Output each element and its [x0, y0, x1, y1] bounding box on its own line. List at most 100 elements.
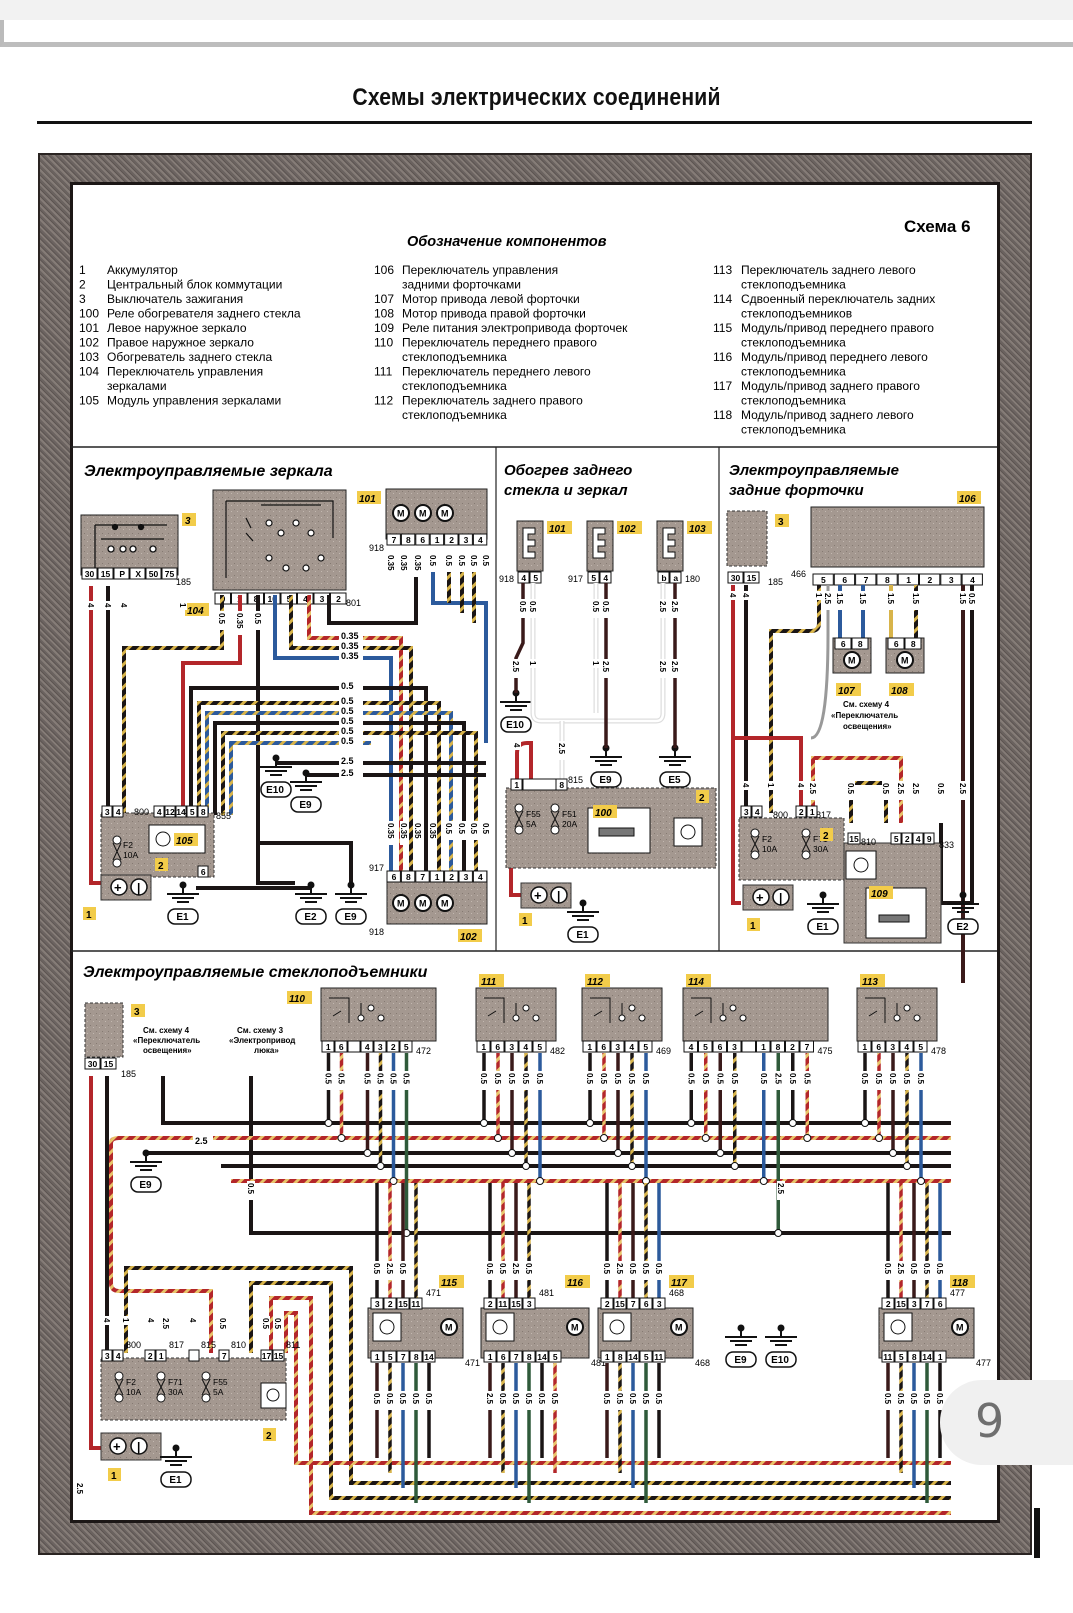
gauge-bg	[339, 725, 363, 735]
wire-gauge: 4	[102, 1318, 111, 1323]
gauge-bg	[376, 1071, 385, 1090]
wire-gauge: 0.5	[535, 1073, 544, 1085]
legend-item-text: стеклоподъемника	[402, 350, 507, 364]
wire-gauge: 0.5	[518, 601, 527, 613]
gauge-bg	[529, 659, 537, 668]
gauge-bg	[445, 553, 453, 572]
fuse-rating: 5A	[213, 1387, 224, 1397]
gauge-bg	[525, 1391, 533, 1410]
gauge-bg	[147, 1316, 155, 1325]
module-pin-box	[652, 1350, 666, 1363]
legend-item-text: Переключатель управления	[402, 263, 558, 277]
svg-text:917: 917	[369, 863, 384, 873]
module-pin: 3	[527, 1299, 532, 1309]
ignition-pin: 30	[85, 569, 95, 579]
mirror-pin-box	[415, 870, 430, 883]
connector-label: 478	[931, 1046, 946, 1056]
page-number-badge[interactable]: 9	[940, 1380, 1073, 1465]
fuse-name: F51	[562, 809, 577, 819]
gauge-bg	[470, 553, 478, 572]
module-icon-vents	[845, 850, 877, 880]
legend-item-text: Модуль управления зеркалами	[107, 394, 281, 408]
mirror-pin-box	[429, 870, 445, 883]
module-pin: 3	[657, 1299, 662, 1309]
wire-gauge: 1	[121, 1318, 130, 1323]
window-motor-icon	[670, 1318, 688, 1336]
legend-item-text: Модуль/привод переднего правого	[741, 321, 934, 335]
legend-item-number: 116	[713, 350, 732, 364]
motor-icon	[414, 894, 432, 912]
module-pin-box	[881, 1350, 895, 1363]
component-tag	[687, 521, 712, 534]
gauge-bg	[959, 591, 967, 610]
gauge-bg	[193, 1136, 213, 1146]
block-pin: 1	[159, 1351, 164, 1361]
tag-3-vents	[775, 514, 789, 527]
gauge-bg	[387, 821, 395, 845]
legend-item-text: Переключатель заднего левого	[741, 263, 916, 277]
gauge-bg	[809, 781, 817, 800]
legend-item-text: Переключатель управления	[107, 365, 263, 379]
block-pin: 8	[559, 780, 564, 790]
gauge-bg	[959, 781, 967, 800]
gauge-bg	[470, 821, 478, 840]
gauge-bg	[923, 1391, 931, 1410]
tag-1	[83, 907, 96, 920]
module-pin: 15	[511, 1299, 521, 1309]
ignition-pin: 50	[149, 569, 159, 579]
wire-gauge: 2.5	[896, 783, 905, 795]
switch-pin: 4	[970, 575, 975, 585]
gauge-bg	[603, 1391, 611, 1410]
switch-pin-box	[321, 1040, 335, 1053]
svg-text:185: 185	[121, 1069, 136, 1079]
gauge-bg	[219, 1316, 227, 1335]
switch-pin-box	[940, 573, 962, 586]
legend-item-text: Аккумулятор	[107, 263, 178, 277]
gauge-bg	[254, 611, 262, 630]
mirror-switch-104	[212, 489, 347, 591]
switch-contact	[618, 1014, 626, 1022]
svg-text:люка»: люка»	[254, 1046, 279, 1055]
gauge-bg	[386, 1261, 394, 1280]
switch-pin-box	[897, 573, 920, 586]
gauge-bg	[923, 1261, 931, 1280]
svg-text:+: +	[114, 880, 122, 895]
component-tag-label: 115	[441, 1278, 457, 1289]
svg-text:освещения»: освещения»	[843, 722, 892, 731]
svg-text:2: 2	[699, 793, 705, 804]
wire-junction	[701, 1134, 710, 1142]
ignition-pin: X	[135, 569, 141, 579]
switch-pin: 2	[928, 575, 933, 585]
legend-item-text: стеклоподъемника	[402, 408, 507, 422]
switch-contact	[532, 1014, 540, 1022]
switch-pin-box	[833, 573, 856, 586]
wire-gauge: 0.5	[479, 1073, 488, 1085]
ground-label-box	[590, 771, 622, 788]
gauge-bg	[586, 1071, 594, 1090]
switch-pin-box	[876, 573, 898, 586]
connector-label: 811	[286, 1340, 300, 1350]
module-pin-box	[881, 1297, 895, 1310]
wire-gauge: 0.5	[641, 1393, 650, 1405]
svg-text:466: 466	[791, 569, 806, 579]
module-pin-box	[186, 805, 198, 818]
wire-gauge: 0.5	[372, 1263, 381, 1275]
switch-pin-box	[532, 1040, 547, 1053]
module-pin: 8	[201, 807, 206, 817]
wire-gauge: 0.5	[628, 1393, 637, 1405]
switch-contact	[367, 1004, 375, 1012]
svg-text:2: 2	[266, 1431, 272, 1442]
switch-pin-box	[476, 1040, 491, 1053]
module-pin: 15	[849, 834, 859, 844]
gauge-bg	[847, 781, 855, 800]
module-pin-box	[175, 805, 187, 818]
gauge-bg	[602, 659, 610, 678]
wire-gauge: 0.5	[498, 1263, 507, 1275]
gauge-bg	[373, 1261, 381, 1280]
